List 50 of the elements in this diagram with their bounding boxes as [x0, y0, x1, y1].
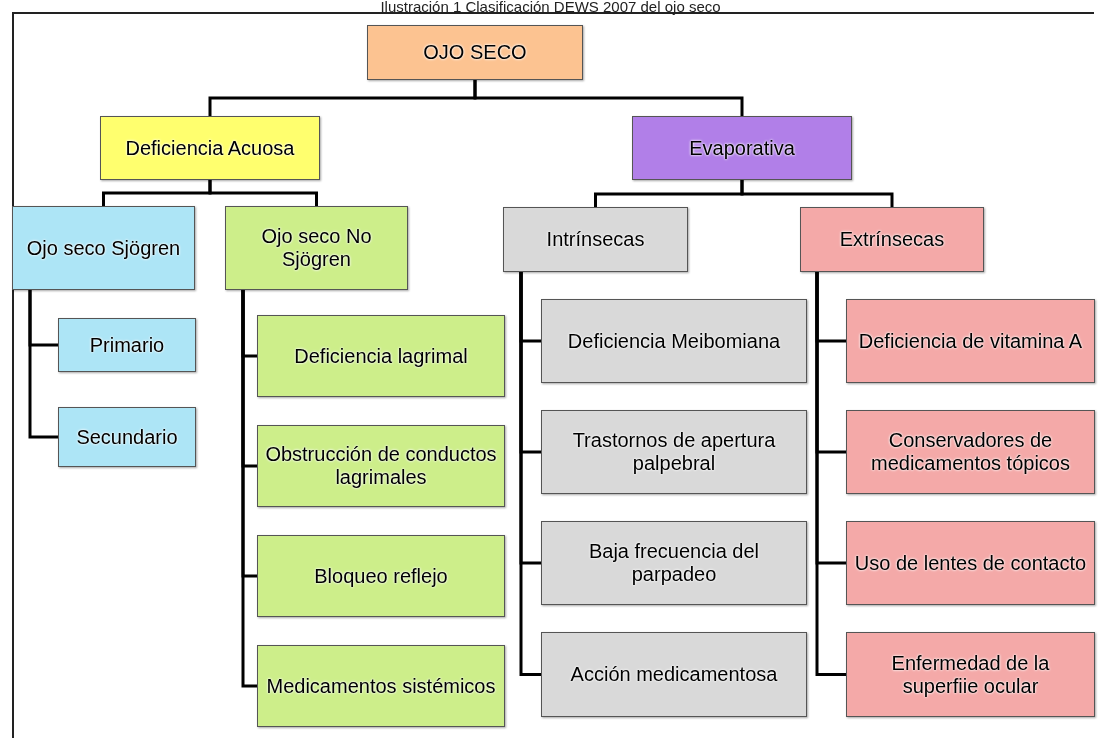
box-label: Conservadores de medicamentos tópicos	[870, 429, 1071, 475]
category-box	[846, 521, 1095, 605]
box-label: Baja frecuencia del parpadeo	[587, 540, 761, 586]
connector-line	[519, 272, 541, 676]
category-box	[58, 407, 196, 467]
category-box	[12, 206, 195, 290]
category-box	[367, 25, 583, 80]
category-box	[257, 535, 505, 617]
box-label: Enfermedad de la superfiie ocular	[890, 651, 1051, 698]
connector-line	[815, 272, 846, 676]
box-label: Extrínsecas	[839, 228, 945, 251]
category-box	[58, 318, 196, 372]
box-label: Trastornos de apertura palpebral	[571, 429, 777, 475]
category-box	[257, 315, 505, 397]
box-label: Acción medicamentosa	[570, 663, 778, 686]
box-label: Deficiencia Meibomiana	[567, 329, 781, 353]
connector-line	[473, 80, 744, 116]
box-label: Medicamentos sistémicos	[266, 674, 496, 698]
category-box	[846, 410, 1095, 494]
connector-line	[208, 180, 318, 206]
category-box	[846, 632, 1095, 717]
box-label: Ojo seco No Sjögren	[260, 225, 373, 271]
figure-title: Ilustración 1 Clasificación DEWS 2007 del ojo seco	[379, 0, 722, 14]
connector-line	[28, 290, 58, 439]
category-box	[503, 207, 688, 272]
category-box	[541, 410, 807, 494]
category-box	[632, 116, 852, 180]
box-label: Deficiencia de vitamina A	[858, 329, 1083, 353]
box-label: Ojo seco Sjögren	[26, 236, 181, 260]
category-box	[846, 299, 1095, 383]
connector-line	[241, 290, 257, 688]
box-label: Bloqueo reflejo	[314, 564, 448, 588]
box-label: Deficiencia Acuosa	[125, 136, 295, 160]
connector-line	[740, 180, 894, 207]
box-label: Secundario	[76, 425, 178, 449]
category-box	[541, 521, 807, 605]
box-label: Obstrucción de conductos lagrimales	[264, 443, 498, 489]
category-box	[225, 206, 408, 290]
box-label: Deficiencia lagrimal	[294, 344, 468, 368]
box-label: Intrínsecas	[546, 228, 645, 251]
box-label: Primario	[89, 333, 165, 357]
category-box	[541, 299, 807, 383]
category-box	[100, 116, 320, 180]
box-label: Uso de lentes de contacto	[854, 551, 1087, 575]
category-box	[800, 207, 984, 272]
category-box	[257, 425, 505, 507]
category-box	[541, 632, 807, 717]
category-box	[257, 645, 505, 727]
box-label: OJO SECO	[423, 41, 527, 64]
box-label: Evaporativa	[689, 136, 795, 160]
